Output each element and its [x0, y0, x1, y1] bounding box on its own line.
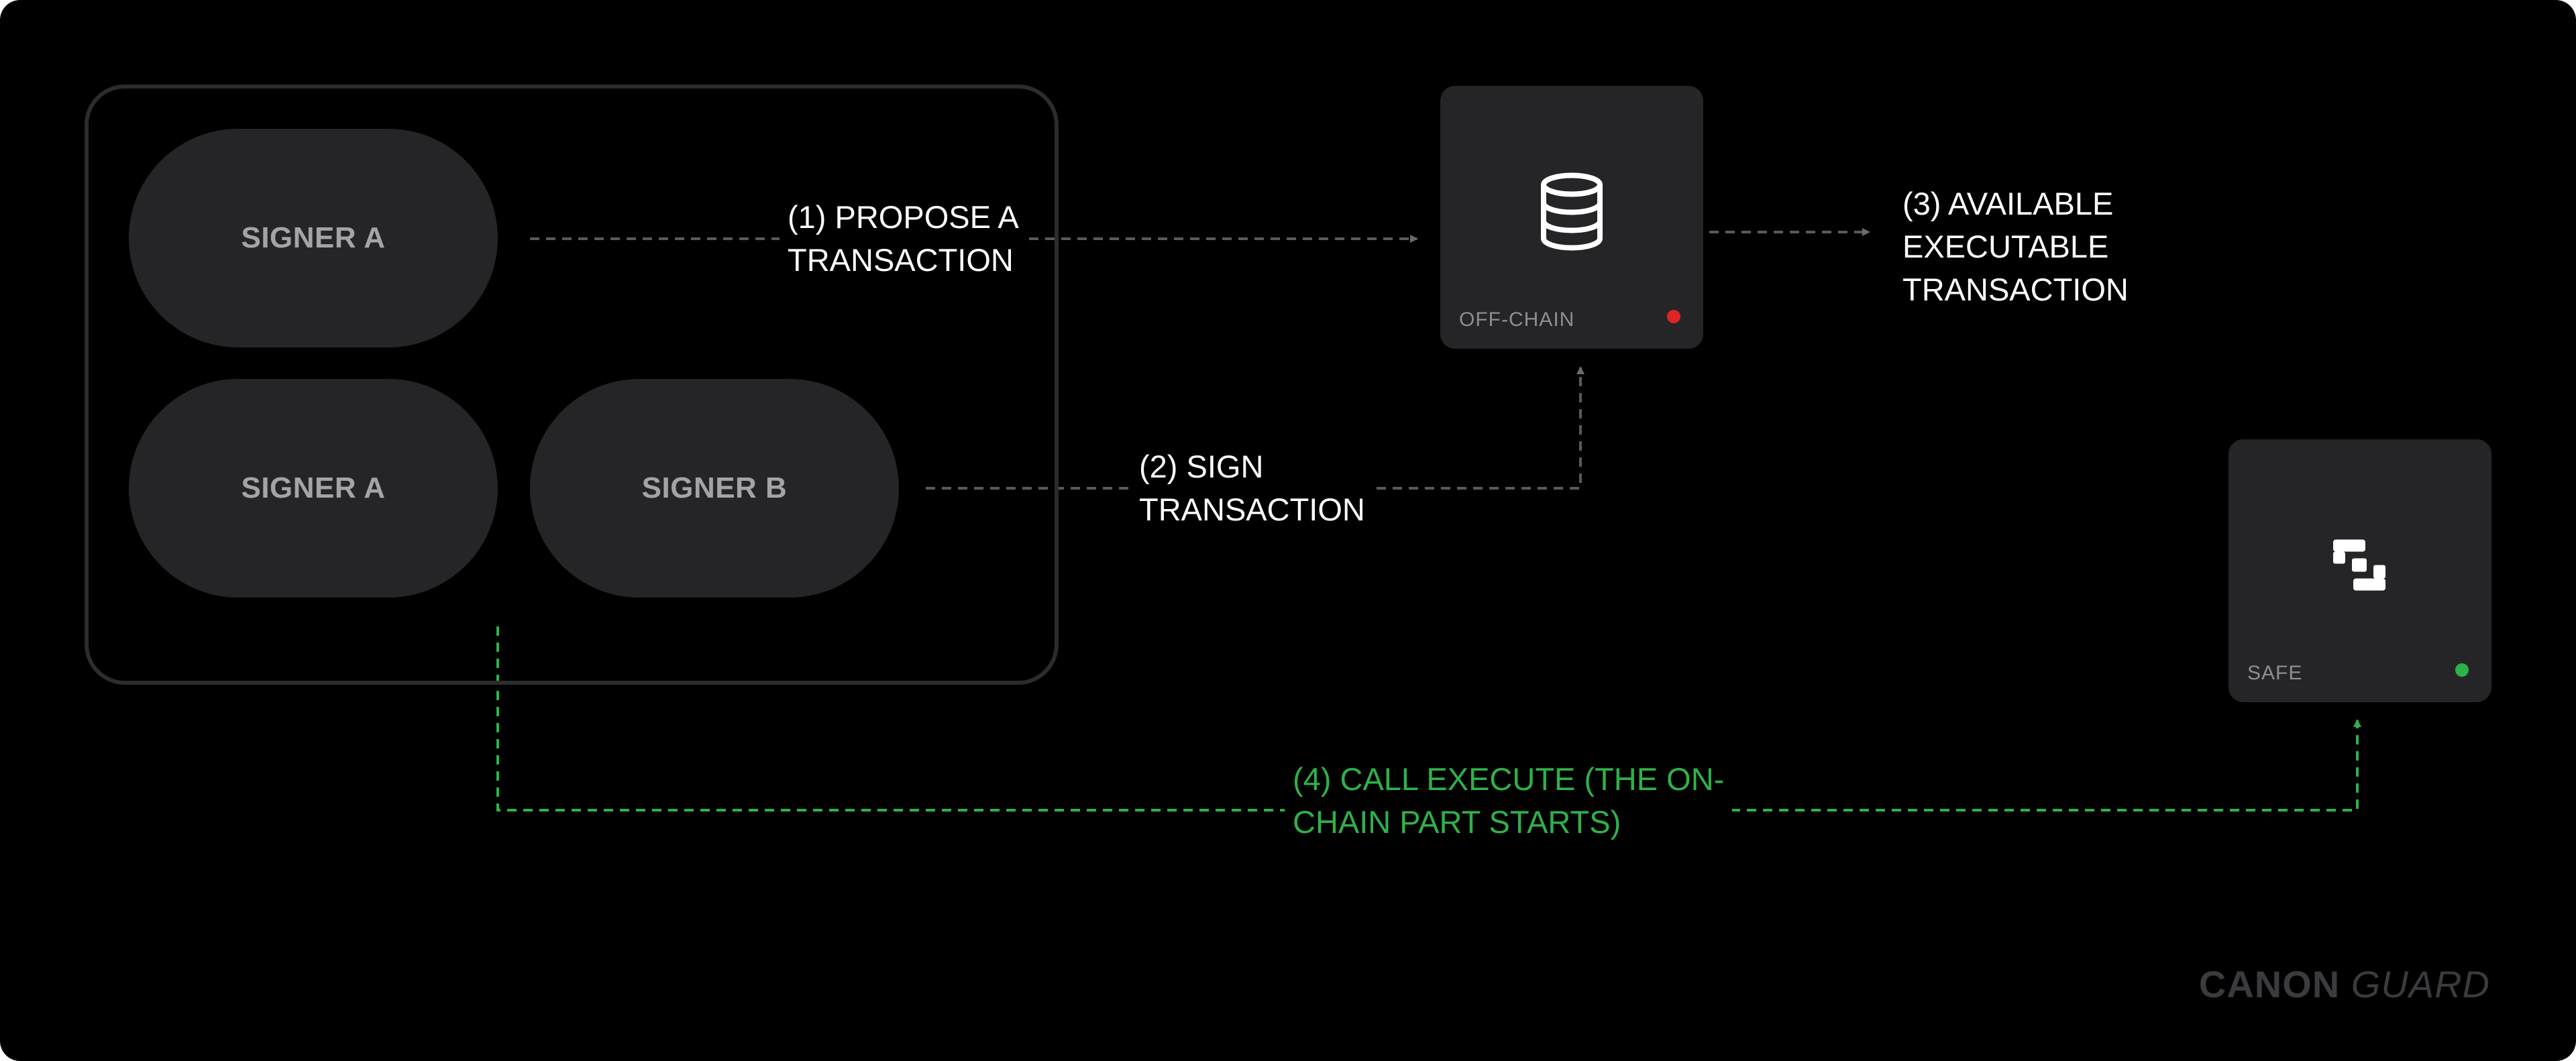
- step-execute-label: (4) CALL EXECUTE (THE ON- CHAIN PART STA…: [1285, 758, 1733, 844]
- step-sign-label: (2) SIGN TRANSACTION: [1131, 445, 1373, 531]
- signer-label: SIGNER B: [641, 471, 788, 504]
- safe-label: SAFE: [2247, 662, 2303, 684]
- status-dot-red: [1667, 310, 1680, 323]
- signer-a-top-pill: SIGNER A: [129, 129, 498, 347]
- status-dot-green: [2455, 663, 2469, 677]
- signer-a-bottom-pill: SIGNER A: [129, 379, 498, 598]
- brand-word-italic: GUARD: [2351, 963, 2490, 1005]
- offchain-node: OFF-CHAIN: [1440, 86, 1703, 349]
- signer-group-frame: [85, 85, 1059, 685]
- signer-label: SIGNER A: [241, 471, 386, 504]
- brand-logo: CANON GUARD: [2199, 962, 2490, 1006]
- brand-word-bold: CANON: [2198, 963, 2341, 1005]
- step-available-label: (3) AVAILABLE EXECUTABLE TRANSACTION: [1894, 182, 2137, 311]
- offchain-label: OFF-CHAIN: [1459, 309, 1575, 331]
- safe-node: SAFE: [2229, 439, 2491, 702]
- safe-logo-icon: [2326, 532, 2394, 602]
- step-propose-label: (1) PROPOSE A TRANSACTION: [780, 196, 1027, 282]
- database-icon: [1540, 172, 1604, 254]
- signer-label: SIGNER A: [241, 221, 386, 254]
- signer-b-pill: SIGNER B: [530, 379, 899, 598]
